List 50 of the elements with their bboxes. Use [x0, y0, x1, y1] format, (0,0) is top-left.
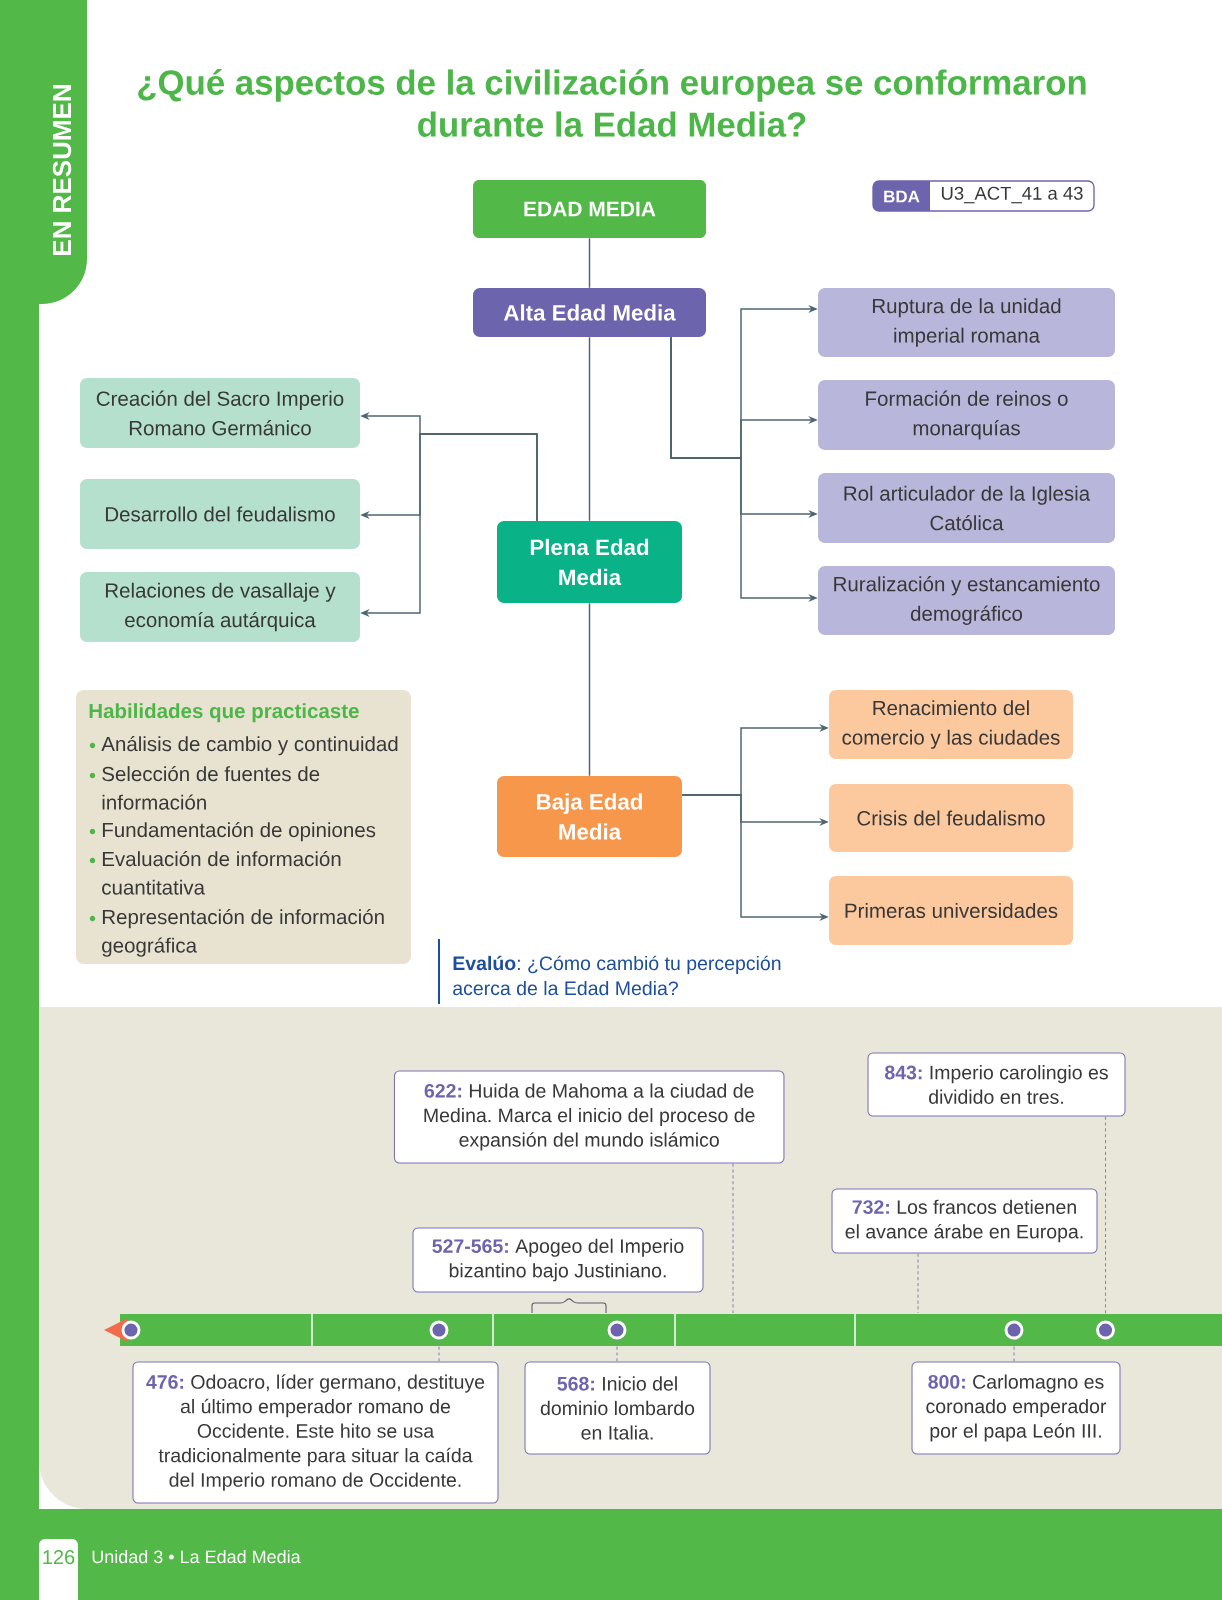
- topic-box: Renacimiento del comercio y las ciudades: [829, 690, 1073, 759]
- topic-box: Relaciones de vasallaje y economía autárquica: [80, 572, 360, 642]
- timeline-dot: [429, 1320, 449, 1340]
- list-item: Representación de información geográfica: [102, 908, 384, 957]
- leader-line: [1104, 1116, 1107, 1322]
- timeline-dot: [1004, 1320, 1024, 1340]
- section-label: EN RESUMEN: [52, 85, 72, 255]
- list-item: Fundamentación de opiniones: [102, 821, 376, 842]
- topic-box: Creación del Sacro Imperio Romano Germánico: [80, 378, 360, 448]
- skills-panel: [76, 690, 411, 964]
- topic-box: Ruptura de la unidad imperial romana: [818, 288, 1115, 357]
- period-box: Alta Edad Media: [473, 288, 706, 337]
- connector-line: [588, 237, 591, 289]
- heading-box: EDAD MEDIA: [473, 180, 706, 238]
- title: ¿Qué aspectos de la civilización europea se conformaron durante la Edad Media?: [138, 69, 1086, 137]
- timeline-dot: [607, 1320, 627, 1340]
- page-number: 126: [39, 1539, 78, 1600]
- topic-box: Ruralización y estancamiento demográfico: [818, 566, 1115, 635]
- leader-line: [616, 1338, 618, 1362]
- tag-label: BDA: [873, 181, 930, 211]
- topic-box: Desarrollo del feudalismo: [80, 479, 360, 549]
- leader-line: [1013, 1338, 1015, 1362]
- connector-line: [588, 336, 591, 522]
- event-box: 843: Imperio carolingio es dividido en tres.: [867, 1052, 1126, 1117]
- topic-box: Rol articulador de la Iglesia Católica: [818, 473, 1115, 543]
- resource-code: U3_ACT_41 a 43: [941, 186, 1083, 204]
- timeline-dot: [121, 1320, 141, 1340]
- list-item: Análisis de cambio y continuidad: [101, 735, 398, 756]
- leader-line: [917, 1253, 919, 1314]
- event-box: 732: Los francos detienen el avance árabe en Europa.: [831, 1188, 1098, 1254]
- leader-line: [438, 1338, 440, 1362]
- event-box: 622: Huida de Mahoma a la ciudad de Medina. Marca el inicio del proceso de expansión del mundo islámico: [393, 1070, 785, 1164]
- resource-tag: [872, 180, 1095, 212]
- timeline-dot: [1096, 1320, 1115, 1340]
- event-box: 800: Carlomagno es coronado emperador por el papa León III.: [911, 1361, 1121, 1455]
- list-item: Selección de fuentes de información: [102, 765, 320, 810]
- period-box: Baja Edad Media: [497, 776, 682, 857]
- panel-heading: Habilidades que practicaste: [89, 703, 359, 723]
- topic-box: Formación de reinos o monarquías: [818, 380, 1115, 450]
- running-footer: Unidad 3 • La Edad Media: [92, 1549, 301, 1564]
- event-box: 476: Odoacro, líder germano, destituye al último emperador romano de Occidente. Este hito se usa tradicionalmente para situar la caída del Imperio romano de Occidente.: [132, 1361, 499, 1504]
- reflection-question: Evalúo: ¿Cómo cambió tu percepción acerca de la Edad Media?: [438, 938, 781, 1005]
- topic-box: Crisis del feudalismo: [829, 784, 1073, 852]
- topic-box: Primeras universidades: [829, 876, 1073, 945]
- event-box: 527-565: Apogeo del Imperio bizantino bajo Justiniano.: [412, 1227, 704, 1293]
- event-box: 568: Inicio del dominio lombardo en Italia.: [524, 1361, 711, 1455]
- leader-line: [732, 1163, 734, 1314]
- period-box: Plena Edad Media: [497, 521, 682, 603]
- list-item: Evaluación de información cuantitativa: [102, 850, 341, 895]
- connector-line: [588, 602, 591, 777]
